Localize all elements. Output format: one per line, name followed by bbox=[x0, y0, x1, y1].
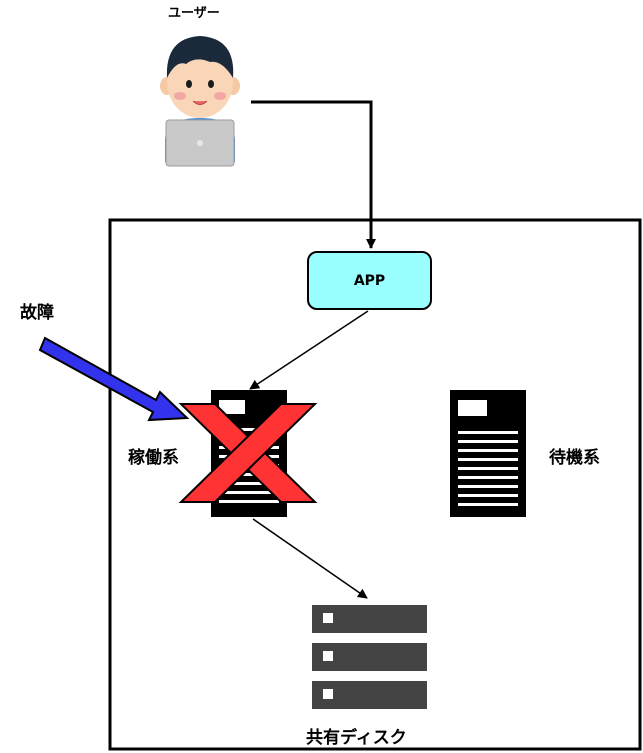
shared-disk-icon bbox=[312, 605, 427, 709]
user-icon bbox=[160, 36, 240, 167]
standby-server-icon bbox=[450, 390, 526, 517]
fault-arrow bbox=[38, 336, 190, 422]
failure-x-icon bbox=[178, 403, 318, 503]
standby-system-label: 待機系 bbox=[549, 448, 600, 468]
app-to-active-arrow bbox=[249, 310, 369, 390]
user-to-app-arrow bbox=[251, 100, 376, 249]
fault-label: 故障 bbox=[20, 303, 54, 323]
shared-disk-label: 共有ディスク bbox=[306, 728, 407, 748]
app-box bbox=[307, 251, 432, 310]
app-label: APP bbox=[353, 272, 386, 289]
active-system-label: 稼働系 bbox=[128, 448, 179, 468]
system-boundary bbox=[108, 218, 642, 751]
active-to-disk-arrow bbox=[252, 518, 368, 599]
user-label: ユーザー bbox=[168, 6, 220, 21]
